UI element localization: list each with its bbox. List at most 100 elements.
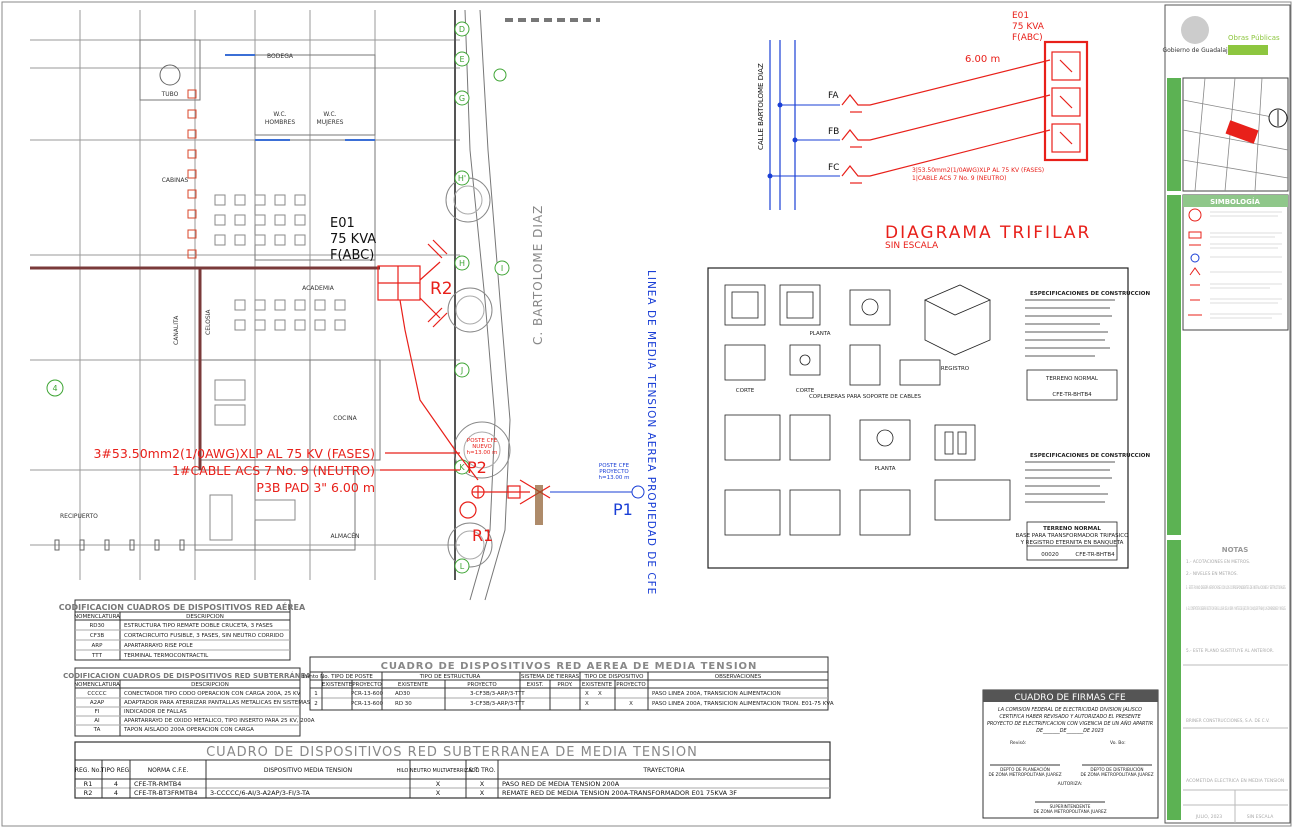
svg-text:75 KVA: 75 KVA — [330, 232, 376, 247]
svg-text:EXIST.: EXIST. — [527, 682, 544, 688]
svg-text:Punto No.: Punto No. — [303, 674, 330, 680]
svg-text:F(ABC): F(ABC) — [330, 248, 374, 263]
simbologia-title: SIMBOLOGÍA — [1210, 197, 1260, 206]
cuadro-firmas: CUADRO DE FIRMAS CFE LA COMISION FEDERAL… — [982, 689, 1159, 819]
svg-text:RD30: RD30 — [89, 623, 105, 629]
svg-text:INDICADOR DE FALLAS: INDICADOR DE FALLAS — [124, 709, 187, 715]
svg-text:LA COMISION FEDERAL DE ELECTRI: LA COMISION FEDERAL DE ELECTRICIDAD DIVI… — [998, 707, 1142, 713]
grid-k: K — [459, 463, 465, 472]
svg-text:AUTORIZA:: AUTORIZA: — [1058, 781, 1083, 787]
svg-text:DE ZONA METROPOLITANA JUAREZ: DE ZONA METROPOLITANA JUAREZ — [1080, 772, 1153, 777]
svg-text:W.C.: W.C. — [323, 111, 336, 118]
svg-text:CODIFICACION CUADROS DE DISPOS: CODIFICACION CUADROS DE DISPOSITIVOS RED… — [63, 671, 311, 680]
grid-h-prime: H' — [458, 174, 466, 183]
svg-text:CCCCC: CCCCC — [87, 691, 106, 697]
svg-text:ESPECIFICACIONES DE CONSTRUCCI: ESPECIFICACIONES DE CONSTRUCCION — [1030, 453, 1150, 459]
svg-text:AI: AI — [94, 718, 100, 724]
plan-cable-note: 3#53.50mm2(1/0AWG)XLP AL 75 KV (FASES) 1… — [93, 446, 375, 495]
svg-text:CF3B: CF3B — [90, 633, 105, 639]
table-codificacion-aerea: CODIFICACION CUADROS DE DISPOSITIVOS RED… — [59, 599, 306, 661]
grid-h: H — [459, 259, 465, 268]
table-aerea-media-tension: CUADRO DE DISPOSITIVOS RED AEREA DE MEDI… — [303, 656, 834, 711]
svg-text:NORMA C.F.E.: NORMA C.F.E. — [148, 767, 189, 774]
blue-line-p1 — [550, 485, 645, 499]
svg-text:PLANTA: PLANTA — [874, 466, 895, 472]
svg-text:BODEGA: BODEGA — [267, 53, 294, 60]
svg-text:TTT: TTT — [91, 653, 103, 659]
svg-text:X: X — [436, 789, 441, 797]
svg-text:PCR-13-600: PCR-13-600 — [351, 691, 384, 697]
svg-text:E01: E01 — [1012, 11, 1029, 21]
grid-j: J — [460, 366, 463, 375]
svg-text:X: X — [480, 789, 485, 797]
svg-text:EXISTENTE: EXISTENTE — [582, 682, 613, 688]
trifilar-subtitle: SIN ESCALA — [885, 241, 939, 251]
svg-text:F(ABC): F(ABC) — [1012, 33, 1043, 43]
svg-text:3|53.50mm2(1/0AWG)XLP AL 75 KV: 3|53.50mm2(1/0AWG)XLP AL 75 KV (FASES) — [912, 167, 1044, 174]
svg-text:POSTE CFE: POSTE CFE — [599, 463, 630, 469]
trifilar-title: DIAGRAMA TRIFILAR — [885, 223, 1091, 243]
svg-text:E01: E01 — [330, 216, 355, 231]
room-labels: TUBO W.C. HOMBRES W.C. MUJERES BODEGA CA… — [60, 53, 360, 540]
svg-text:ARP: ARP — [92, 643, 104, 649]
svg-text:DEPTO DE DISTRIBUCIÓN: DEPTO DE DISTRIBUCIÓN — [1090, 767, 1143, 772]
svg-text:TERMINAL TERMOCONTRACTIL: TERMINAL TERMOCONTRACTIL — [123, 653, 209, 659]
r1-label: R1 — [472, 526, 493, 545]
svg-text:CUADRO DE DISPOSITIVOS RED AER: CUADRO DE DISPOSITIVOS RED AEREA DE MEDI… — [381, 661, 758, 672]
svg-text:RECIPUERTO: RECIPUERTO — [60, 513, 98, 520]
svg-text:3.- ESTE PLANO DEBERÁ VERIFICA: 3.- ESTE PLANO DEBERÁ VERIFICARSE CON LO… — [1186, 585, 1286, 590]
svg-text:4.- EL CONTRATISTA DEBERÁ RECT: 4.- EL CONTRATISTA DEBERÁ RECTIFICAR EN … — [1186, 606, 1286, 611]
svg-text:ACADEMIA: ACADEMIA — [302, 285, 335, 292]
svg-text:BASE PARA TRANSFORMADOR TRIFAS: BASE PARA TRANSFORMADOR TRIFASICO — [1016, 533, 1130, 539]
svg-text:3-CCCCC/6-AI/3-A2AP/3-FI/3-TA: 3-CCCCC/6-AI/3-A2AP/3-FI/3-TA — [210, 789, 310, 797]
svg-text:5.- ESTE PLANO SUSTITUYE AL AN: 5.- ESTE PLANO SUSTITUYE AL ANTERIOR. — [1186, 648, 1274, 653]
grid-e: E — [459, 55, 464, 64]
svg-text:PASO LINEA 200A, TRANSICION AL: PASO LINEA 200A, TRANSICION ALIMENTACION… — [652, 701, 834, 707]
svg-text:TERRENO NORMAL: TERRENO NORMAL — [1043, 526, 1101, 532]
svg-text:PROY.: PROY. — [557, 682, 572, 688]
svg-text:COCINA: COCINA — [333, 415, 357, 422]
r2-label: R2 — [430, 279, 453, 299]
svg-text:APARTARRAYO DE OXIDO METALICO,: APARTARRAYO DE OXIDO METALICO, TIPO INSE… — [124, 718, 315, 724]
poste-proyecto-label: POSTE CFE PROYECTO h=13.00 m — [599, 463, 630, 481]
grid-l: L — [460, 562, 465, 571]
svg-text:1.- ACOTACIONES EN METROS.: 1.- ACOTACIONES EN METROS. — [1186, 559, 1250, 564]
svg-text:P3B PAD 3" 6.00 m: P3B PAD 3" 6.00 m — [256, 480, 375, 495]
svg-text:FI: FI — [95, 709, 100, 715]
svg-text:COPLERERAS PARA SOPORTE DE CAB: COPLERERAS PARA SOPORTE DE CABLES — [809, 394, 922, 400]
svg-text:Vo. Bo:: Vo. Bo: — [1110, 740, 1126, 746]
svg-text:3-CF3B/3-ARP/3-TTT: 3-CF3B/3-ARP/3-TTT — [470, 701, 525, 707]
svg-text:TA: TA — [93, 727, 101, 733]
svg-text:TIPO DE DISPOSITIVO: TIPO DE DISPOSITIVO — [584, 674, 645, 680]
svg-text:DE ZONA METROPOLITANA JUAREZ: DE ZONA METROPOLITANA JUAREZ — [988, 772, 1061, 777]
svg-text:PASO LINEA 200A, TRANSICION AL: PASO LINEA 200A, TRANSICION ALIMENTACION — [652, 691, 781, 697]
svg-text:R1: R1 — [84, 780, 93, 788]
svg-text:SISTEMA DE TIERRAS: SISTEMA DE TIERRAS — [521, 674, 580, 680]
grid-i: I — [501, 264, 503, 273]
svg-text:REGISTRO: REGISTRO — [941, 366, 970, 372]
table-codificacion-subterranea: CODIFICACION CUADROS DE DISPOSITIVOS RED… — [63, 667, 326, 737]
svg-text:CFE-TR-RMTB4: CFE-TR-RMTB4 — [134, 780, 181, 788]
svg-text:TUBO: TUBO — [161, 91, 179, 98]
svg-text:TERRENO NORMAL: TERRENO NORMAL — [1045, 376, 1099, 382]
trifilar-diagram: CALLE BARTOLOME DIAZ FA FB FC 6.00 m E01… — [757, 11, 1091, 251]
svg-text:NUEVO: NUEVO — [472, 444, 492, 450]
svg-text:CORTE: CORTE — [796, 388, 815, 394]
svg-text:Y REGISTRO ETERNITA EN BANQUET: Y REGISTRO ETERNITA EN BANQUETA — [1020, 540, 1124, 546]
linea-media-tension-label: LINEA DE MEDIA TENSION AEREA PROPIEDAD D… — [645, 270, 657, 595]
svg-text:75 KVA: 75 KVA — [1012, 22, 1045, 32]
svg-text:CELOSIA: CELOSIA — [205, 309, 212, 335]
svg-text:A2AP: A2AP — [90, 700, 105, 706]
svg-text:CORTE: CORTE — [736, 388, 755, 394]
logo-obras: Obras Públicas — [1228, 34, 1280, 42]
svg-text:DESCRIPCION: DESCRIPCION — [186, 614, 224, 620]
trifilar-distance: 6.00 m — [965, 54, 1000, 65]
table-subterranea-media-tension: CUADRO DE DISPOSITIVOS RED SUBTERRANEA D… — [74, 741, 831, 799]
floor-plan — [30, 9, 600, 601]
svg-text:h=13.00 m: h=13.00 m — [467, 450, 498, 456]
title-block-sidebar: Gobierno de Guadalajara Obras Públicas S… — [1162, 4, 1291, 824]
svg-text:2: 2 — [314, 701, 318, 707]
svg-text:HILO NEUTRO MULTIATERRIZADO: HILO NEUTRO MULTIATERRIZADO — [397, 768, 480, 774]
svg-text:1: 1 — [314, 691, 318, 697]
svg-text:CERTIFICA HABER REVISADO Y AUT: CERTIFICA HABER REVISADO Y AUTORIZADO EL… — [999, 714, 1141, 720]
